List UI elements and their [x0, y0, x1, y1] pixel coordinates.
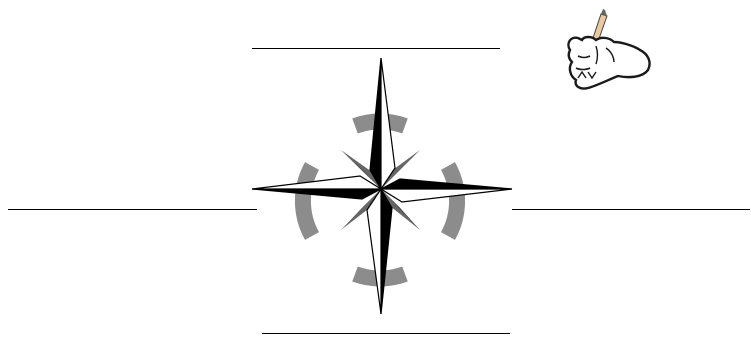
compass-major-points: [252, 58, 512, 314]
east-answer-blank[interactable]: [512, 209, 750, 210]
south-answer-blank[interactable]: [262, 333, 510, 334]
compass-rose-icon: [250, 56, 514, 318]
writing-hand-icon: [556, 6, 656, 96]
hand-outline: [568, 37, 649, 89]
north-answer-blank[interactable]: [252, 48, 500, 49]
west-answer-blank[interactable]: [8, 209, 257, 210]
